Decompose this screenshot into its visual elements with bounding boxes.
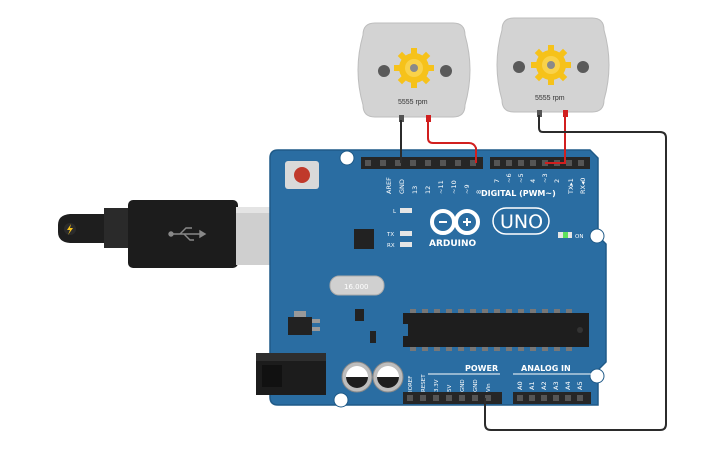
svg-text:A2: A2 <box>540 381 548 390</box>
digital-pin-labels-left: AREF GND 13 12 ~11 ~10 ~9 8 <box>385 177 483 194</box>
svg-text:~3: ~3 <box>541 173 549 183</box>
lightning-icon <box>64 223 76 235</box>
wire-motor1-pin8[interactable] <box>427 120 477 163</box>
capacitor <box>372 361 404 393</box>
svg-text:~10: ~10 <box>450 180 458 194</box>
power-header-label: POWER <box>465 364 498 373</box>
capacitor <box>341 361 373 393</box>
arduino-logo: ARDUINO <box>429 209 480 249</box>
svg-text:RESET: RESET <box>421 374 427 392</box>
gear-icon <box>531 45 571 85</box>
crystal-oscillator: 16.000 <box>329 275 385 296</box>
svg-text:3.3V: 3.3V <box>434 379 440 392</box>
mounting-hole <box>339 150 355 166</box>
svg-text:RX: RX <box>387 243 395 249</box>
svg-text:~9: ~9 <box>463 184 471 194</box>
power-header[interactable] <box>403 392 502 404</box>
analog-header-label: ANALOG IN <box>521 364 571 373</box>
motor-2-rpm: 5555 rpm <box>535 95 565 102</box>
atmega-microcontroller <box>403 309 589 351</box>
usb-icon <box>168 227 207 241</box>
mounting-hole <box>589 228 605 244</box>
digital-header-left[interactable] <box>361 157 483 169</box>
svg-text:12: 12 <box>424 186 432 194</box>
small-component <box>370 331 376 343</box>
arduino-brand: ARDUINO <box>429 239 477 249</box>
svg-text:A0: A0 <box>516 381 524 390</box>
svg-text:RX◂0: RX◂0 <box>579 178 587 194</box>
svg-text:ON: ON <box>575 234 583 240</box>
usb-chip <box>354 229 374 249</box>
svg-text:~5: ~5 <box>517 173 525 183</box>
svg-text:UNO: UNO <box>500 211 543 233</box>
svg-text:A3: A3 <box>552 381 560 390</box>
analog-pin-labels: A0 A1 A2 A3 A4 A5 <box>516 381 584 390</box>
svg-text:GND: GND <box>398 179 406 194</box>
svg-text:GND: GND <box>473 379 479 392</box>
svg-text:8: 8 <box>475 190 483 194</box>
svg-text:13: 13 <box>411 186 419 194</box>
svg-text:TX: TX <box>386 232 394 238</box>
reset-button[interactable] <box>285 161 319 189</box>
uno-badge: UNO <box>492 207 550 235</box>
dc-motor-2[interactable]: 5555 rpm <box>496 17 610 117</box>
svg-text:~6: ~6 <box>505 173 513 183</box>
svg-text:2: 2 <box>553 179 561 183</box>
digital-header-label: DIGITAL (PWM~) <box>481 189 556 198</box>
mounting-hole <box>589 368 605 384</box>
svg-text:A1: A1 <box>528 381 536 390</box>
svg-text:~11: ~11 <box>437 180 445 194</box>
svg-text:A5: A5 <box>576 381 584 390</box>
dc-motor-1[interactable]: 5555 rpm <box>357 22 471 122</box>
analog-header[interactable] <box>513 392 591 404</box>
svg-text:Vin: Vin <box>486 383 492 392</box>
svg-text:7: 7 <box>493 179 501 183</box>
voltage-regulator <box>288 311 320 335</box>
svg-text:5V: 5V <box>447 385 453 392</box>
svg-text:TX▸1: TX▸1 <box>567 178 575 195</box>
digital-pin-labels-right: 7 ~6 ~5 4 ~3 2 TX▸1 RX◂0 <box>493 173 587 195</box>
dc-power-jack[interactable] <box>256 353 326 395</box>
motor-1-rpm: 5555 rpm <box>398 99 428 106</box>
svg-text:4: 4 <box>529 179 537 183</box>
wire-motor2-gnd[interactable] <box>484 115 667 431</box>
status-leds: L TX RX <box>386 208 412 249</box>
svg-text:L: L <box>393 209 397 215</box>
svg-text:A4: A4 <box>564 381 572 390</box>
power-on-led: ON <box>558 232 583 240</box>
svg-text:AREF: AREF <box>385 177 393 194</box>
mounting-hole <box>333 392 349 408</box>
gear-icon <box>394 48 434 88</box>
svg-text:IOREF: IOREF <box>408 376 414 392</box>
svg-text:GND: GND <box>460 379 466 392</box>
power-pin-labels: IOREF RESET 3.3V 5V GND GND Vin <box>408 374 492 392</box>
svg-text:16.000: 16.000 <box>344 283 369 291</box>
small-component <box>355 309 364 321</box>
digital-header-right[interactable] <box>490 157 590 169</box>
